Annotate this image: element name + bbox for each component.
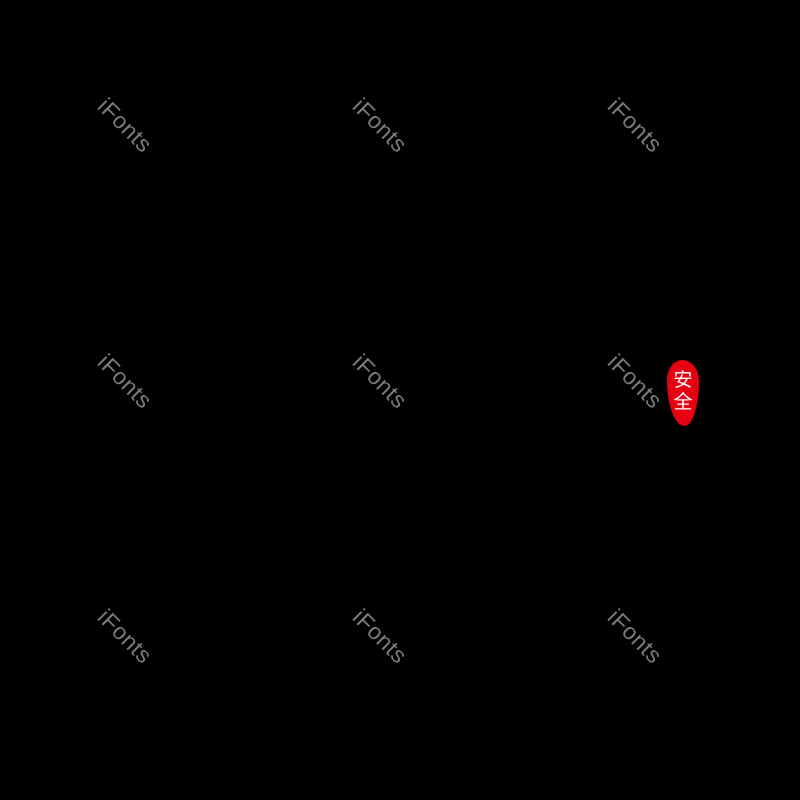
seal-char: 安 <box>673 369 693 391</box>
red-seal-stamp: 安 全 <box>667 360 699 426</box>
seal-char: 全 <box>673 391 693 413</box>
